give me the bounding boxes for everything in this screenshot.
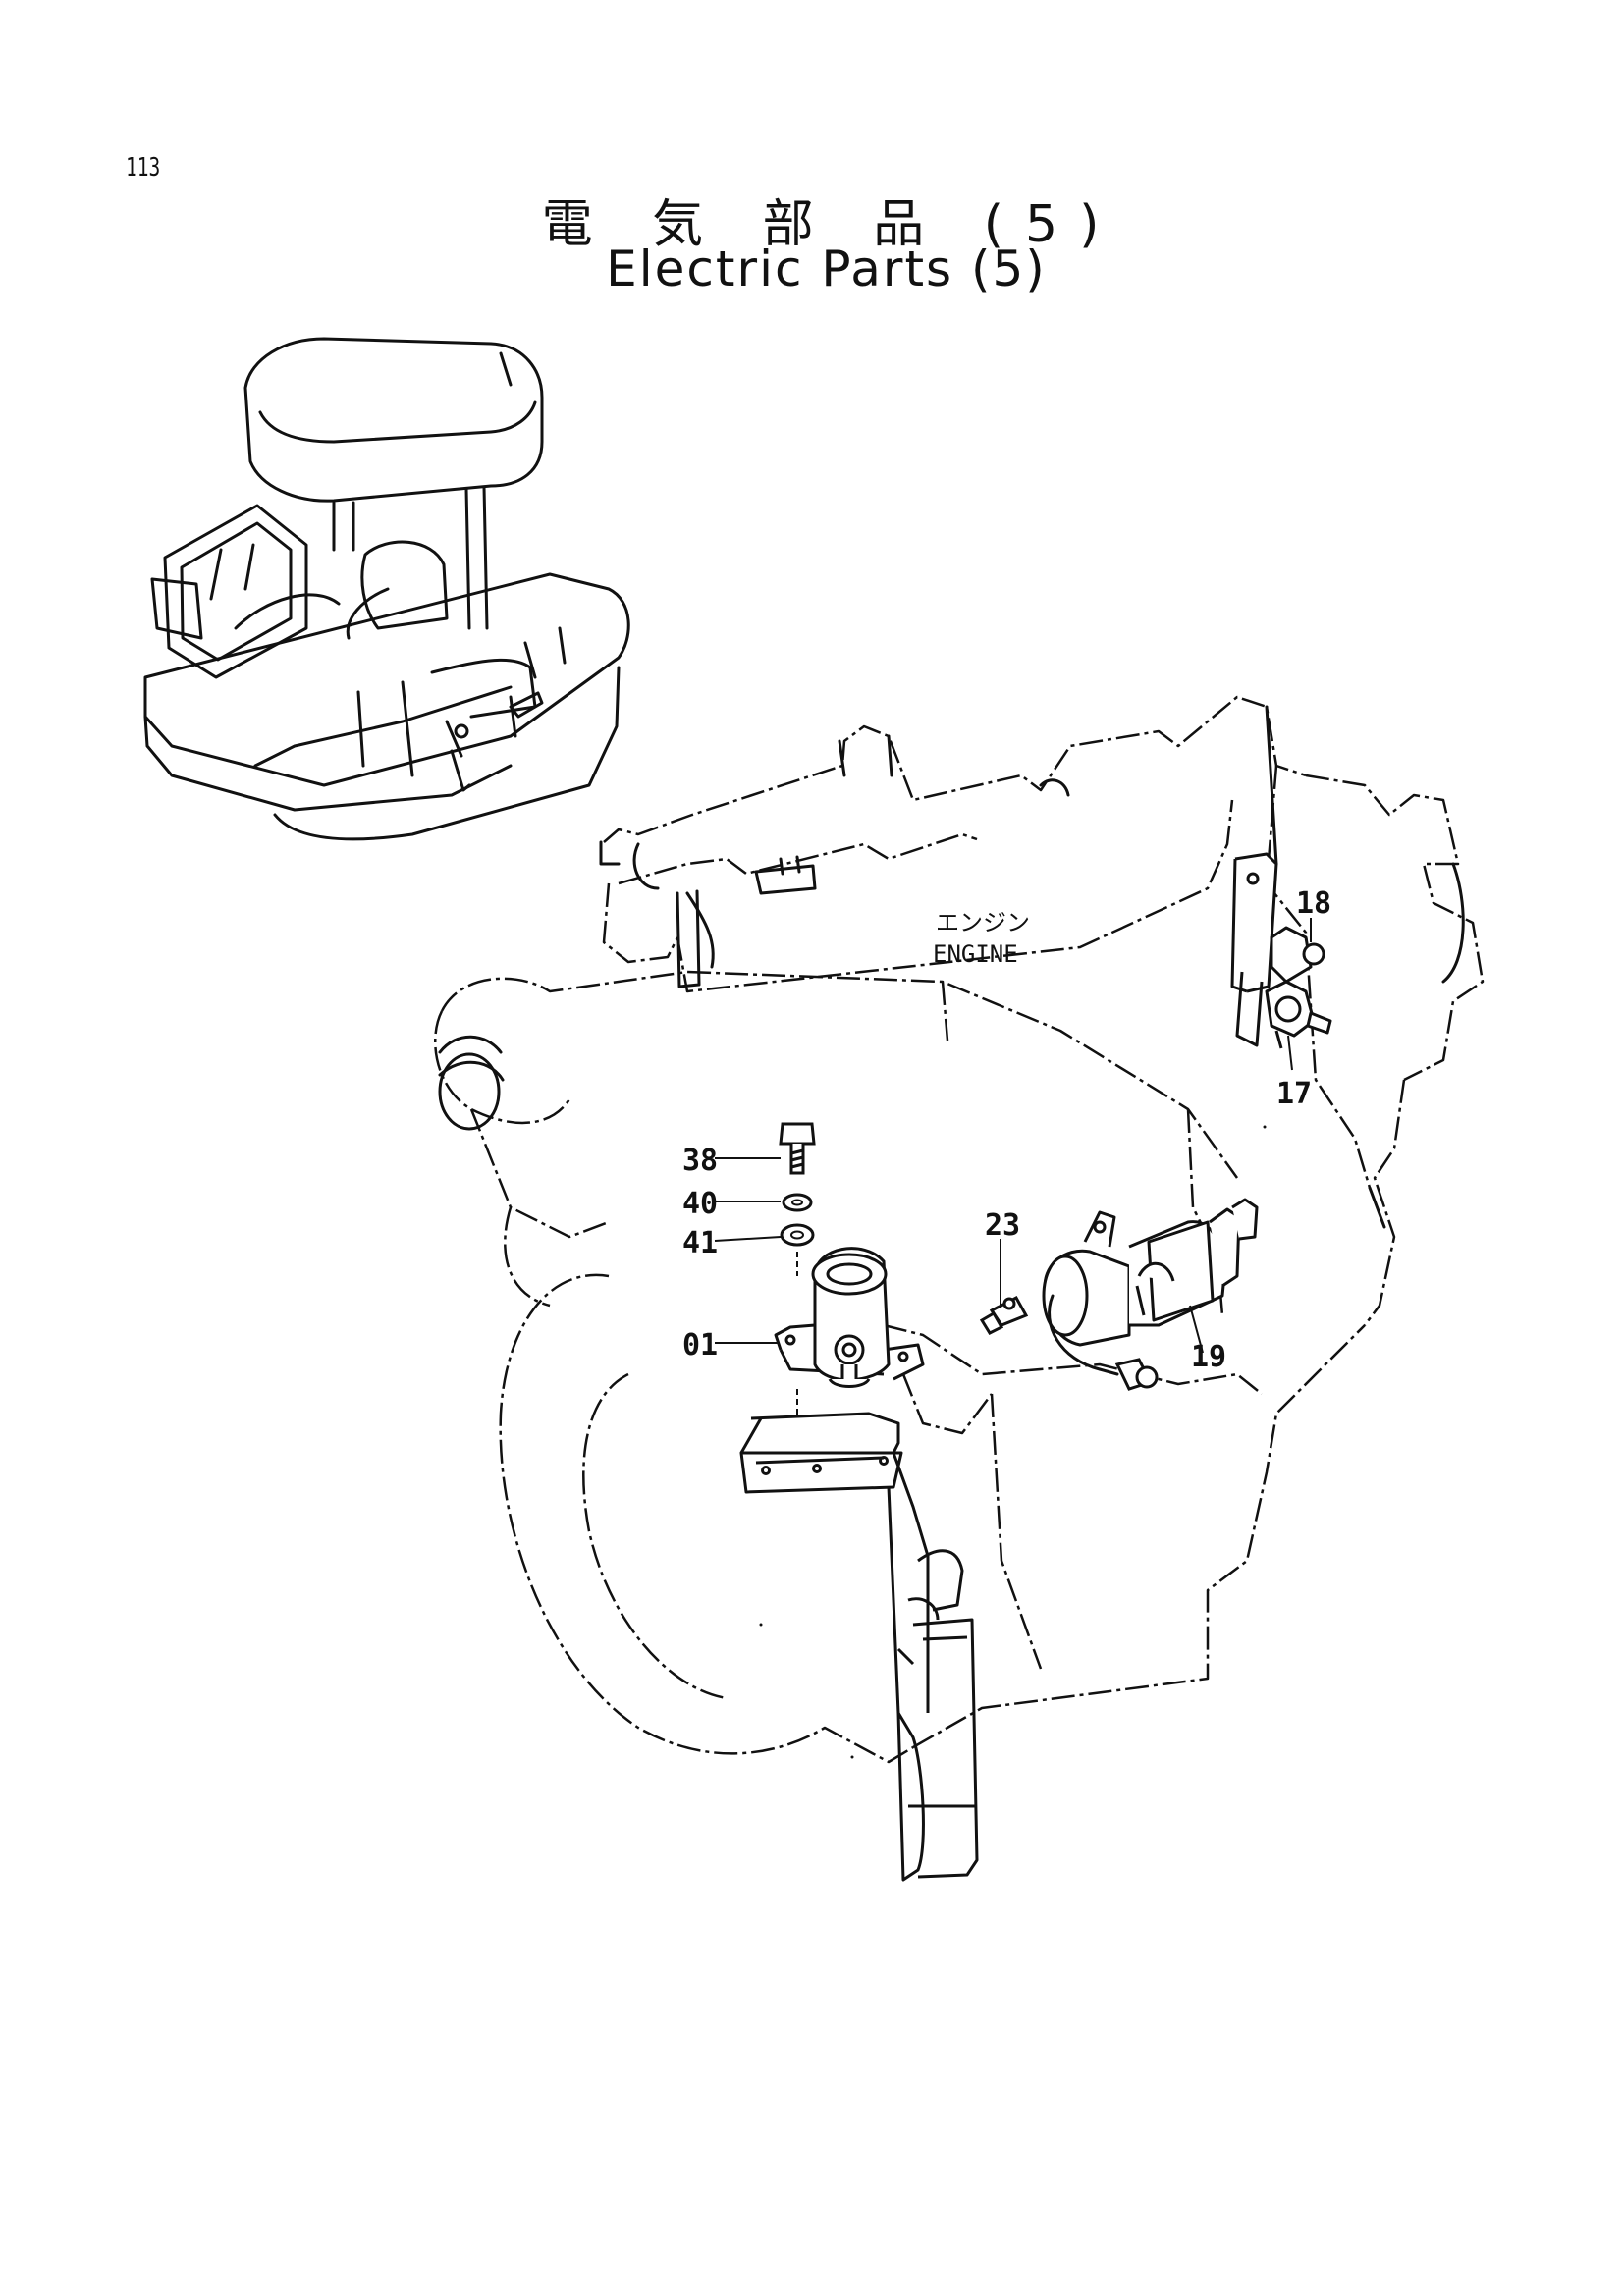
part-40-lock-washer	[782, 1193, 813, 1212]
part-19-stop-solenoid	[1042, 1198, 1259, 1347]
callout-38: 38	[682, 1144, 718, 1178]
callout-18: 18	[1296, 886, 1331, 921]
engine-details	[438, 705, 1465, 1229]
page-title-english: Electric Parts (5)	[606, 240, 1047, 297]
callout-19: 19	[1191, 1340, 1226, 1374]
part-41-washer	[780, 1223, 815, 1247]
callout-41: 41	[682, 1226, 718, 1260]
page-number: 113	[126, 153, 161, 183]
mounting-bracket	[739, 1412, 979, 1882]
page-title-japanese: 電 気 部 品 (5)	[541, 195, 1121, 254]
callout-23: 23	[985, 1208, 1020, 1243]
part-01-relay	[774, 1247, 925, 1388]
callout-01: 01	[682, 1328, 718, 1362]
machine-overview-illustration	[143, 337, 630, 841]
engine-label-japanese: エンジン	[936, 909, 1030, 936]
engine-label-english: ENGINE	[933, 940, 1018, 968]
part-38-bolt	[779, 1122, 816, 1175]
callout-40: 40	[682, 1187, 718, 1221]
callout-17: 17	[1276, 1077, 1312, 1111]
callout-leader-lines	[714, 918, 1312, 1354]
part-17-18-switch-assembly	[1230, 852, 1332, 1049]
part-23-sensor	[979, 1295, 1029, 1335]
part-19-wire-connector	[1048, 1294, 1159, 1391]
